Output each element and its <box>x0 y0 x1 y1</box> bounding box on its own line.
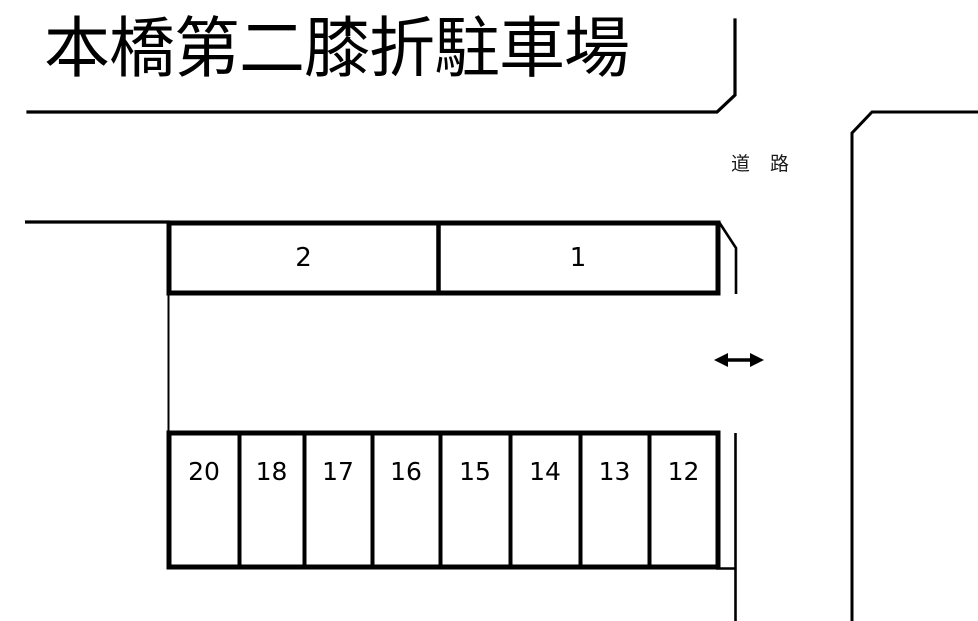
stall-number: 2 <box>295 243 312 273</box>
driveway-edge-right <box>717 221 738 621</box>
stall-20[interactable]: 20 <box>169 433 239 567</box>
lower-block-frame <box>166 430 721 570</box>
stall-1[interactable]: 1 <box>438 223 718 293</box>
title-rule <box>26 18 737 114</box>
stall-15[interactable]: 15 <box>440 433 510 567</box>
page-title: 本橋第二膝折駐車場 <box>44 10 630 87</box>
stall-17[interactable]: 17 <box>304 433 372 567</box>
stall-18[interactable]: 18 <box>239 433 304 567</box>
stall-number: 13 <box>598 457 631 486</box>
stall-number: 14 <box>529 457 561 486</box>
stall-2[interactable]: 2 <box>169 223 438 293</box>
stall-number: 15 <box>459 457 491 486</box>
stall-number: 17 <box>322 457 354 486</box>
stall-number: 1 <box>569 243 587 273</box>
stall-12[interactable]: 12 <box>649 433 718 567</box>
stall-16[interactable]: 16 <box>372 433 440 567</box>
upper-block-frame <box>166 220 721 296</box>
stall-number: 12 <box>667 457 700 486</box>
road-boundary-right <box>850 110 978 621</box>
stall-number: 18 <box>255 457 288 486</box>
stall-number: 20 <box>188 457 220 486</box>
stall-number: 16 <box>390 457 422 486</box>
stall-14[interactable]: 14 <box>510 433 580 567</box>
stall-13[interactable]: 13 <box>580 433 649 567</box>
double-headed-arrow-icon <box>714 353 764 367</box>
road-label: 道 路 <box>731 153 797 175</box>
